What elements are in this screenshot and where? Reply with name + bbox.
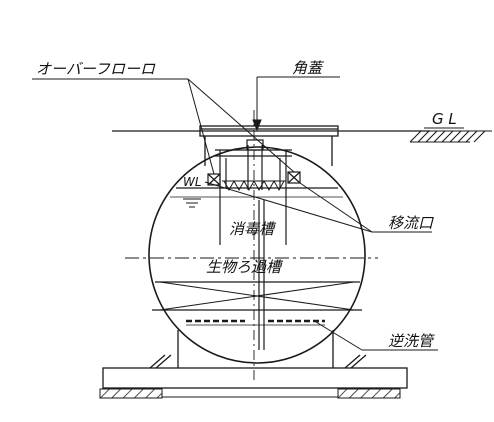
label-ground-level: G L: [432, 110, 457, 128]
disinfection-chamber: [215, 139, 292, 245]
label-transfer-port: 移流口: [388, 214, 434, 232]
foundation-hatch-right: [337, 388, 401, 399]
base-slab: [102, 354, 408, 389]
foundation-hatch-left: [99, 388, 163, 399]
label-manhole-cover: 角蓋: [292, 59, 324, 77]
leader-lines: [32, 76, 464, 351]
biofilter-cross: [159, 281, 355, 311]
label-biofilter-tank: 生物ろ過槽: [206, 258, 284, 276]
label-disinfection-tank: 消毒槽: [229, 220, 277, 238]
ground-hatch: [408, 130, 492, 143]
tank-shell: [148, 146, 366, 364]
tank-supports: [177, 330, 334, 368]
water-level-symbol: [183, 198, 201, 208]
label-water-level: WL: [183, 175, 202, 189]
label-backwash-pipe: 逆洗管: [388, 332, 435, 350]
label-overflow-port: オーバーフローロ: [36, 60, 156, 78]
manhole-riser: [199, 125, 339, 166]
overflow-box-right: [287, 171, 301, 184]
